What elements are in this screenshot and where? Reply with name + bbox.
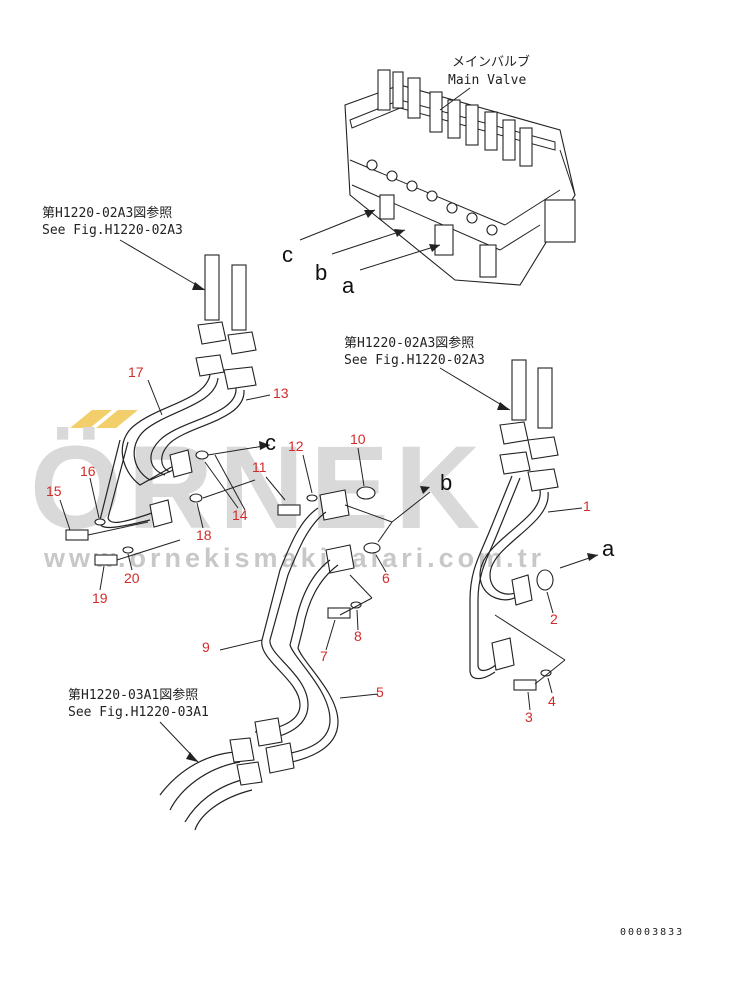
washer-16 [94,518,106,526]
bolt-19 [94,554,118,566]
callout-7: 7 [320,648,328,664]
pipe-1 [469,475,513,680]
o-ring-6 [363,542,381,554]
ref-bottom-en: See Fig.H1220-03A1 [68,705,209,720]
callout-3: 3 [525,709,533,725]
callout-12: 12 [288,438,304,454]
ref-right-en: See Fig.H1220-02A3 [344,353,485,368]
main-valve-label-jp: メインバルブ [452,54,530,70]
valve-port-b-label: b [315,260,327,285]
ref-top-left-jp: 第H1220-02A3図参照 [42,205,172,221]
ref-bottom-jp: 第H1220-03A1図参照 [68,687,198,703]
callout-15: 15 [46,483,62,499]
watermark-logo-accent [96,410,138,428]
callout-11: 11 [252,459,267,475]
right-pipe-group [469,359,566,691]
bolt-15 [65,529,89,541]
washer-20 [122,546,134,554]
callout-14: 14 [232,507,248,523]
pipe-port-c-label: c [265,430,276,455]
watermark-logo-accent [70,410,112,428]
valve-port-arrows [299,209,441,271]
o-ring-14 [195,450,209,460]
callout-4: 4 [548,693,556,709]
callout-16: 16 [80,463,96,479]
callout-1: 1 [583,498,591,514]
bottom-hose-group [159,737,263,831]
callout-18: 18 [196,527,212,543]
valve-port-a-label: a [342,273,355,298]
center-pipe-group [254,489,373,774]
main-valve-label-en: Main Valve [448,73,526,88]
ref-right-jp: 第H1220-02A3図参照 [344,335,474,351]
o-ring-18 [189,493,203,503]
watermark-brand: ÖRNEK [30,422,486,554]
callout-6: 6 [382,570,390,586]
callout-19: 19 [92,590,108,606]
bolt-7 [327,607,351,619]
callout-10: 10 [350,431,366,447]
callout-leaders [59,379,583,711]
pipe-9 [254,507,319,733]
bolt-11 [277,504,301,516]
callout-13: 13 [273,385,289,401]
top-left-hose-group [195,254,257,390]
callout-5: 5 [376,684,384,700]
pipe-5 [279,559,331,756]
valve-port-c-label: c [282,242,293,267]
ref-top-left-en: See Fig.H1220-02A3 [42,223,183,238]
main-valve-drawing [344,69,576,286]
bolt-3 [513,679,537,691]
callout-8: 8 [354,628,362,644]
pipe-17 [121,374,211,486]
o-ring-10 [356,486,376,500]
callout-2: 2 [550,611,558,627]
callout-9: 9 [202,639,210,655]
pipe-port-b-label: b [440,470,452,495]
washer-12 [306,494,318,502]
callout-20: 20 [124,570,140,586]
callout-17: 17 [128,364,144,380]
washer-8 [350,601,362,609]
watermark-url: www.ornekismakinalari.com.tr [43,543,545,573]
pipe-13 [150,387,237,476]
o-ring-2 [536,569,554,591]
washer-4 [540,669,552,677]
pipe-port-a-label: a [602,536,615,561]
drawing-code: 00003833 [620,927,684,938]
